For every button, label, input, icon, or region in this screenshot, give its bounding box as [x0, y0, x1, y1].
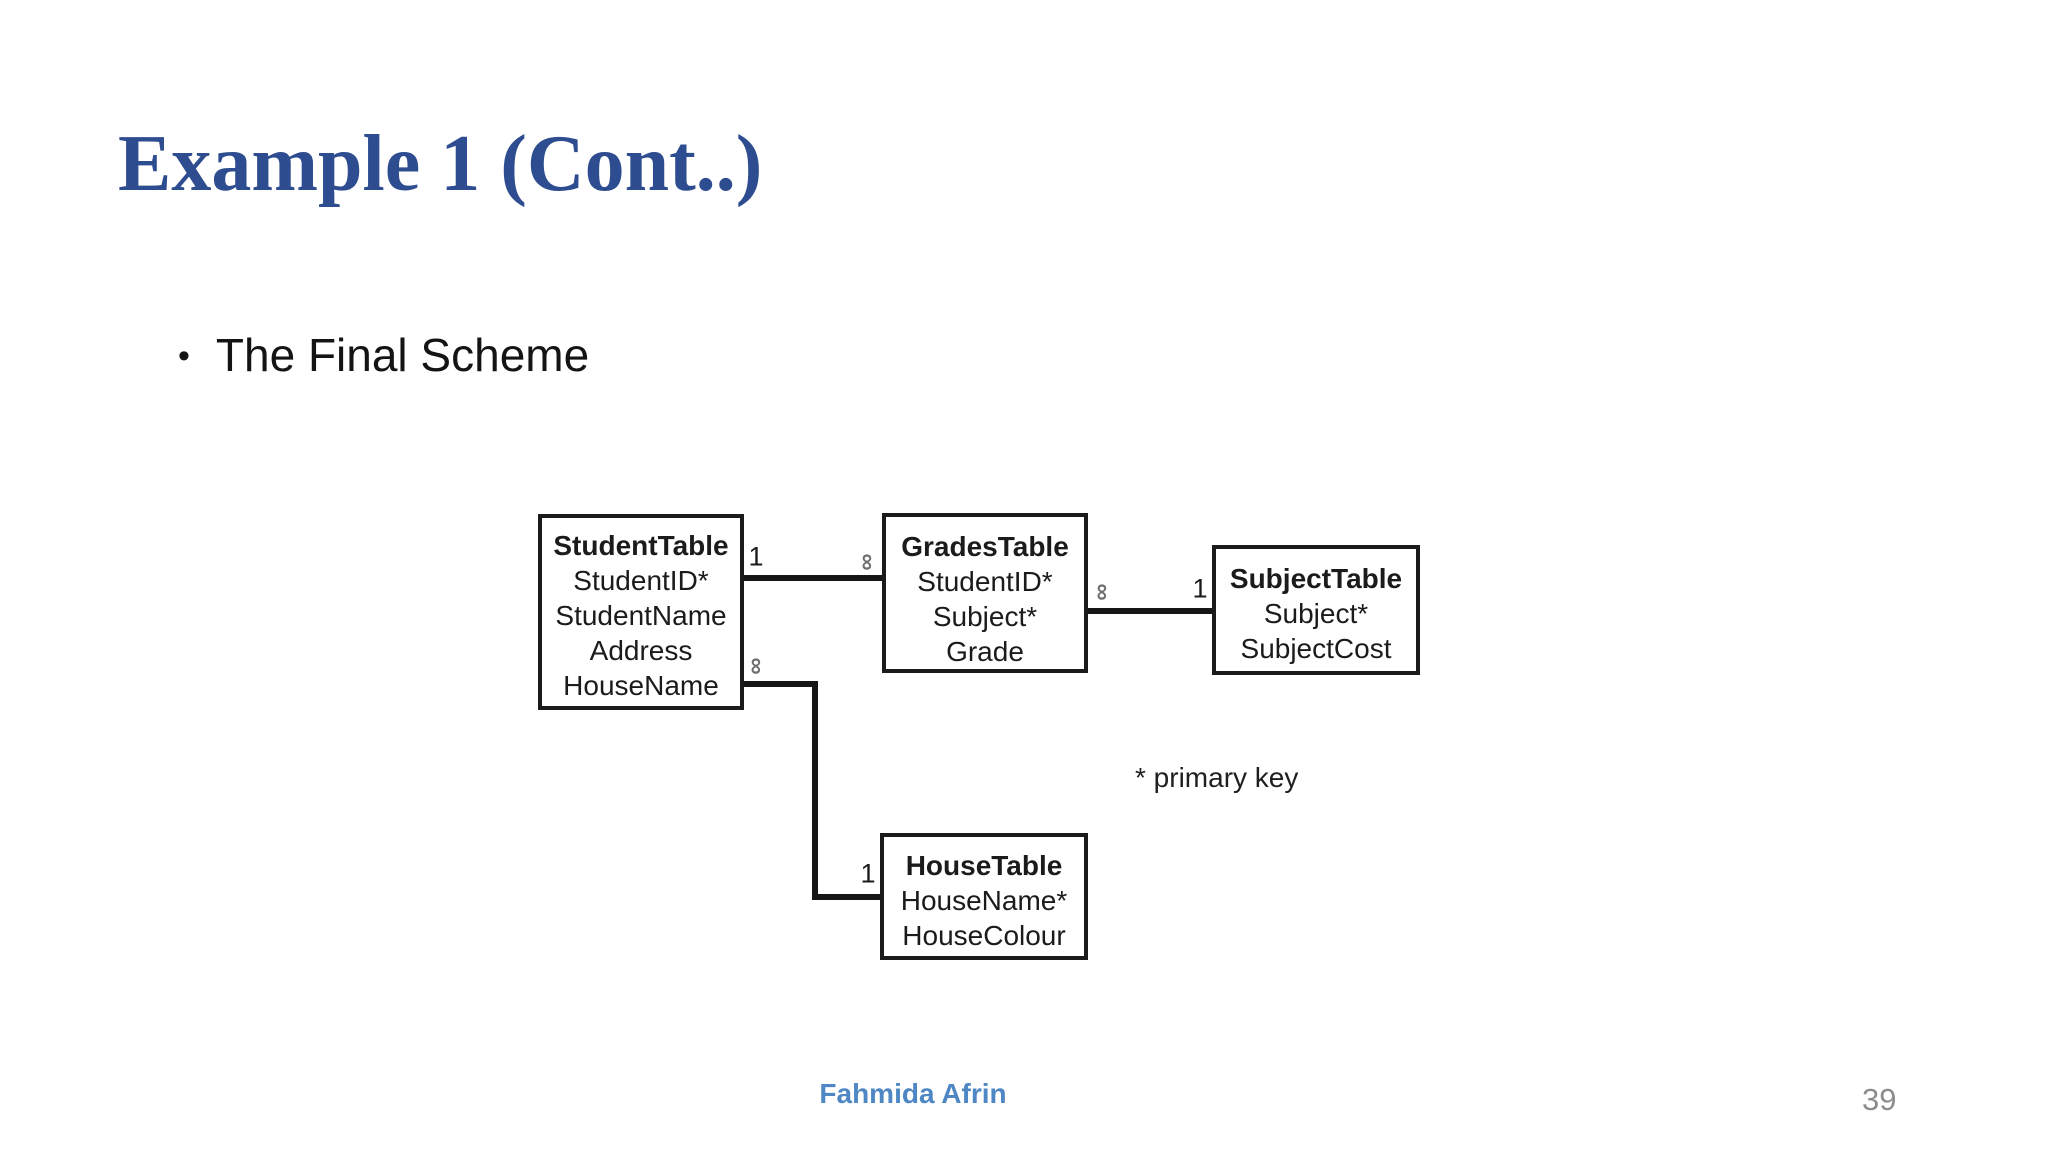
table-field: StudentName	[555, 600, 727, 631]
table-field: HouseName*	[900, 885, 1068, 916]
table-field: Grade	[946, 636, 1024, 667]
table-field: StudentID*	[917, 566, 1053, 597]
cardinality-label-one: 1	[748, 541, 764, 572]
table-subjecttable: SubjectTable Subject* SubjectCost	[1212, 545, 1420, 675]
table-field: Subject*	[1263, 598, 1369, 629]
table-title: SubjectTable	[1229, 563, 1403, 594]
bullet-item: • The Final Scheme	[178, 328, 589, 382]
table-field: HouseColour	[902, 920, 1066, 951]
table-field: Address	[589, 635, 693, 666]
page-number: 39	[1862, 1082, 1897, 1117]
table-housetable: HouseTable HouseName* HouseColour	[880, 833, 1088, 960]
relationship-line-student-grades	[744, 575, 882, 581]
table-field: StudentID*	[573, 565, 709, 596]
table-field: Subject*	[932, 601, 1038, 632]
table-gradestable: GradesTable StudentID* Subject* Grade	[882, 513, 1088, 673]
relationship-line-student-house-seg2	[812, 681, 818, 900]
bullet-icon: •	[178, 337, 190, 375]
cardinality-label-many: ∞	[743, 657, 770, 675]
relationship-line-student-house-seg3	[812, 894, 880, 900]
relationship-line-student-house-seg1	[744, 681, 818, 687]
table-title: StudentTable	[553, 530, 729, 561]
table-title: GradesTable	[901, 531, 1069, 562]
cardinality-label-many: ∞	[1089, 583, 1116, 601]
table-studenttable: StudentTable StudentID* StudentName Addr…	[538, 514, 744, 710]
table-title: HouseTable	[905, 850, 1063, 881]
bullet-text: The Final Scheme	[215, 329, 590, 381]
table-field: HouseName	[563, 670, 719, 701]
cardinality-label-one: 1	[1192, 573, 1208, 604]
table-field: SubjectCost	[1240, 633, 1392, 664]
primary-key-note: * primary key	[1135, 762, 1299, 793]
cardinality-label-one: 1	[860, 858, 876, 889]
cardinality-label-many: ∞	[854, 553, 881, 571]
footer-author: Fahmida Afrin	[819, 1078, 1007, 1109]
slide-title: Example 1 (Cont..)	[118, 120, 763, 208]
relationship-line-grades-subject	[1088, 608, 1212, 614]
